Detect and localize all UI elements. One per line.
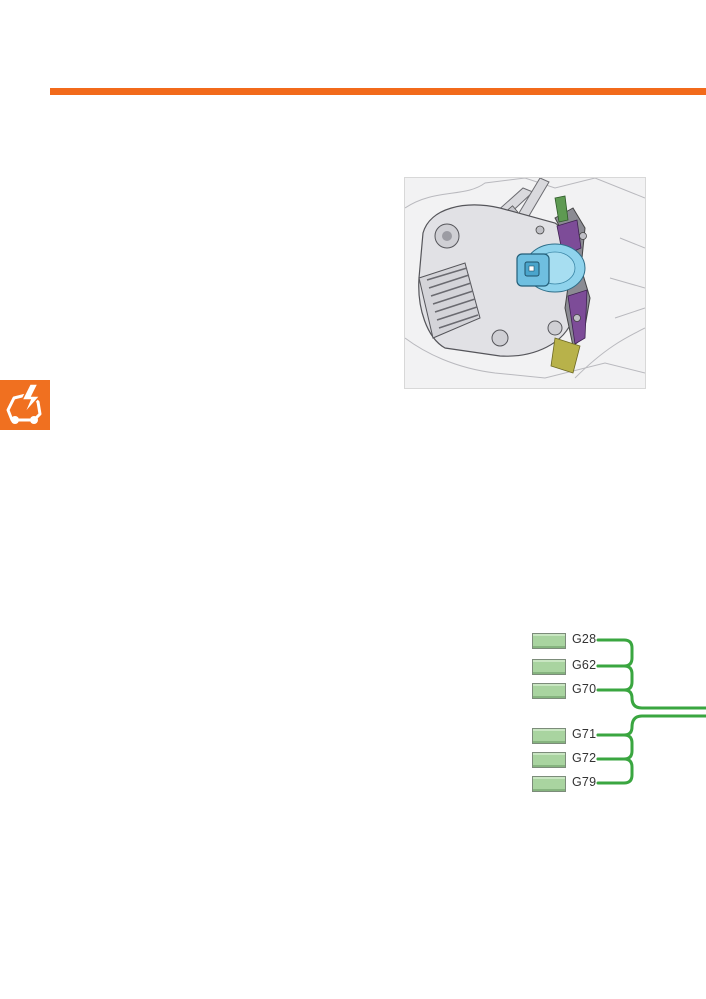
sensor-box [532, 659, 566, 675]
sensor-label: G72 [572, 751, 597, 765]
fuel-pump-illustration [404, 177, 646, 389]
sensor-box [532, 633, 566, 649]
sensor-g62: G62 [520, 656, 640, 678]
sensor-box [532, 728, 566, 744]
header-rule [50, 88, 706, 95]
sensor-box [532, 776, 566, 792]
sensor-label: G71 [572, 727, 597, 741]
fuel-pump-drawing [405, 178, 645, 379]
sensor-label: G70 [572, 682, 597, 696]
sensor-g71: G71 [520, 725, 640, 747]
sensor-label: G28 [572, 632, 597, 646]
sensor-g70: G70 [520, 680, 640, 702]
sensor-label: G62 [572, 658, 597, 672]
electrical-fault-section-icon [0, 380, 50, 430]
sensor-bus-diagram: G28 G62 G70 G71 G72 G79 [520, 622, 706, 802]
sensor-label: G79 [572, 775, 597, 789]
bus-connection-lines [596, 638, 706, 785]
sensor-box [532, 683, 566, 699]
sensor-box [532, 752, 566, 768]
pressure-sensor-connector [516, 243, 586, 293]
sensor-g28: G28 [520, 630, 640, 652]
pump-cooling-fins [418, 262, 481, 339]
electrical-fault-icon [6, 383, 42, 424]
sensor-g72: G72 [520, 749, 640, 771]
sensor-g79: G79 [520, 773, 640, 795]
